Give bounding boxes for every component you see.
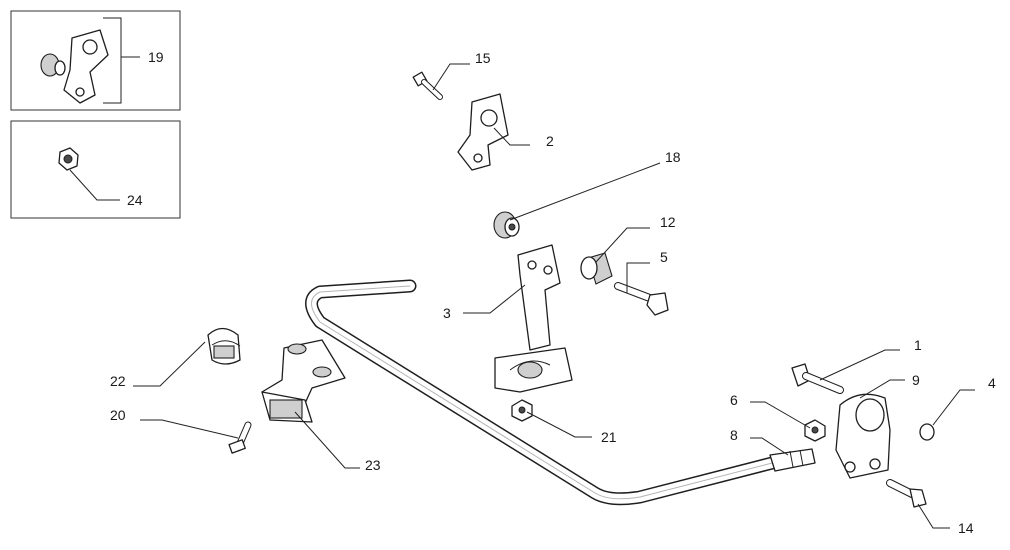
callout-15: 15 bbox=[475, 50, 491, 66]
callout-3: 3 bbox=[443, 305, 451, 321]
callout-4: 4 bbox=[988, 375, 996, 391]
inset-box-24 bbox=[10, 120, 181, 219]
bracket-assembly-19 bbox=[40, 29, 109, 104]
bushing-12 bbox=[580, 252, 613, 285]
callout-18: 18 bbox=[665, 149, 681, 165]
callout-21: 21 bbox=[601, 429, 617, 445]
callout-6: 6 bbox=[730, 392, 738, 408]
bolt-14 bbox=[886, 479, 927, 508]
callout-labels: 19 24 15 2 18 12 5 3 1 9 4 22 20 21 6 8 … bbox=[110, 49, 996, 536]
stabilizer-bar bbox=[305, 279, 816, 506]
callout-1: 1 bbox=[914, 337, 922, 353]
callout-14: 14 bbox=[958, 520, 974, 536]
callout-2: 2 bbox=[546, 133, 554, 149]
bolt-5 bbox=[614, 282, 669, 316]
inset-box-19 bbox=[10, 10, 181, 111]
cap-4 bbox=[919, 423, 935, 441]
end-clamp-9 bbox=[835, 393, 891, 479]
clamp-bracket-23 bbox=[261, 339, 346, 423]
bushing-18 bbox=[493, 211, 520, 239]
bolt-20 bbox=[228, 421, 252, 454]
callout-19: 19 bbox=[148, 49, 164, 65]
callout-23: 23 bbox=[365, 457, 381, 473]
nut-24 bbox=[58, 147, 79, 171]
bushing-22 bbox=[207, 327, 241, 365]
bolt-1 bbox=[791, 363, 844, 394]
callout-12: 12 bbox=[660, 214, 676, 230]
link-3 bbox=[494, 244, 573, 393]
nut-6 bbox=[804, 419, 826, 442]
callout-5: 5 bbox=[660, 249, 668, 265]
callout-20: 20 bbox=[110, 407, 126, 423]
nut-21 bbox=[511, 399, 533, 422]
callout-9: 9 bbox=[912, 372, 920, 388]
callout-22: 22 bbox=[110, 373, 126, 389]
callout-8: 8 bbox=[730, 427, 738, 443]
leader-lines bbox=[69, 17, 975, 529]
mount-plate-2 bbox=[457, 93, 509, 171]
callout-24: 24 bbox=[127, 192, 143, 208]
bolt-15 bbox=[412, 71, 443, 100]
